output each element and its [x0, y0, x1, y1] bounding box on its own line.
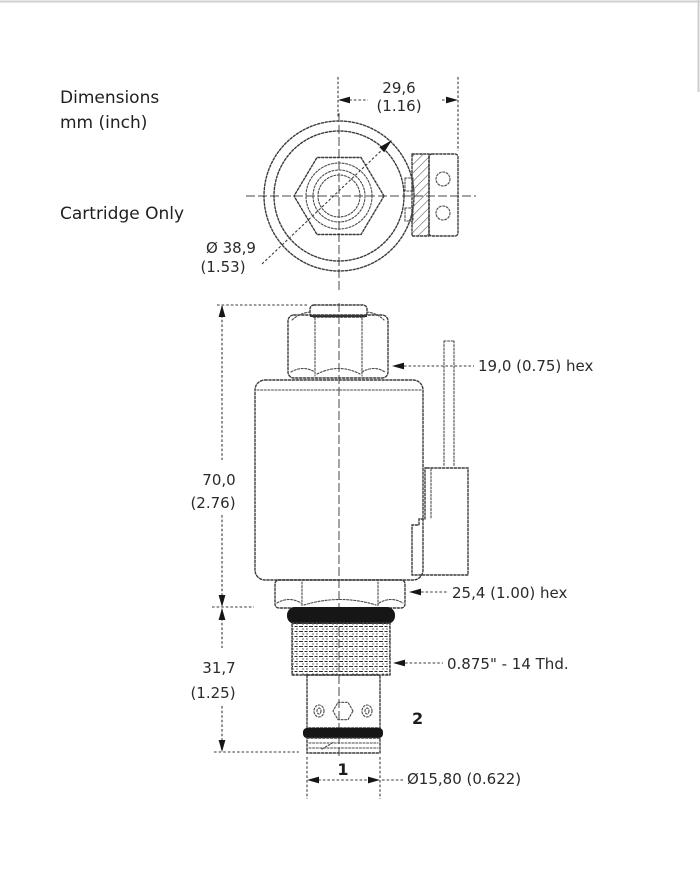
- page-title: Dimensions: [60, 88, 159, 108]
- port-2-label: 2: [412, 709, 423, 728]
- diameter-leader: Ø 38,9 (1.53): [200, 140, 392, 276]
- nose-o-ring: [303, 728, 383, 738]
- tube-circle: [312, 169, 366, 223]
- tube-bore-circle: [317, 174, 361, 218]
- hex-mid-chamfer-arcs: [276, 598, 404, 606]
- nose-arrow-right-icon: [368, 776, 380, 784]
- hex-mid-label: 25,4 (1.00) hex: [452, 584, 568, 602]
- connector-outline: [411, 467, 469, 576]
- upper-arrow-bottom-icon: [218, 595, 226, 607]
- variant-label: Cartridge Only: [60, 204, 184, 224]
- side-view: 70,0 (2.76) 31,7 (1.25) 19,0 (0.75) hex …: [190, 303, 594, 799]
- nose-diameter-label: Ø15,80 (0.622): [407, 770, 521, 788]
- lower-height-dimension: 31,7 (1.25): [190, 606, 299, 753]
- width-arrow-left-icon: [338, 96, 350, 104]
- lower-arrow-top-icon: [218, 608, 226, 620]
- hex-mid-leader: 25,4 (1.00) hex: [409, 584, 568, 602]
- cartridge-nose: [303, 674, 383, 754]
- cross-hole-left-inner: [316, 707, 322, 715]
- nose-diameter-dimension: Ø15,80 (0.622): [306, 757, 521, 799]
- cross-hole-right: [361, 704, 373, 718]
- hex-nut-top-outline: [293, 156, 385, 236]
- o-ring-seal: [287, 607, 395, 624]
- hex-chamfer-circle: [305, 162, 373, 230]
- hex-nut-top: [287, 314, 389, 379]
- flange-diameter-mm: Ø 38,9: [206, 239, 256, 257]
- diameter-leader-line: [261, 148, 384, 265]
- thread-arrow-icon: [393, 659, 405, 667]
- hex-nut-mid: [274, 579, 406, 609]
- lower-height-mm: 31,7: [202, 659, 235, 677]
- threaded-section: [291, 622, 391, 676]
- hex-bottom-chamfer-arcs: [290, 367, 386, 375]
- coil-can-circle: [273, 130, 405, 262]
- cross-hole-right-inner: [364, 707, 370, 715]
- upper-arrow-top-icon: [218, 305, 226, 317]
- hex-mid-arrow-icon: [409, 588, 421, 596]
- terminal-hole-upper: [435, 171, 451, 187]
- width-arrow-right-icon: [446, 96, 458, 104]
- bracket-hatched-section: [412, 154, 429, 236]
- top-width-inch: (1.16): [376, 97, 421, 115]
- terminal-hole-lower: [435, 205, 451, 221]
- thread-leader: 0.875" - 14 Thd.: [393, 655, 569, 673]
- adjust-cap-and-hex: [287, 304, 389, 379]
- hex-nut-mid-outline: [274, 579, 406, 609]
- lower-arrow-bottom-icon: [218, 740, 226, 752]
- cross-hole-left: [313, 704, 325, 718]
- thread-texture: [292, 623, 390, 675]
- connector-bracket-top: [404, 153, 459, 237]
- nose-arrow-left-icon: [307, 776, 319, 784]
- port-1-label: 1: [337, 760, 348, 779]
- lower-height-inch: (1.25): [190, 684, 235, 702]
- top-width-mm: 29,6: [382, 79, 415, 97]
- connector-housing: [411, 340, 469, 576]
- thread-label: 0.875" - 14 Thd.: [447, 655, 569, 673]
- flange-diameter-inch: (1.53): [200, 258, 245, 276]
- upper-height-dimension: 70,0 (2.76): [190, 304, 307, 607]
- upper-height-mm: 70,0: [202, 471, 235, 489]
- nose-center-hex-port: [332, 701, 354, 721]
- top-view: Ø 38,9 (1.53) 29,6 (1.16): [200, 77, 476, 291]
- hex-top-chamfer-arcs: [291, 311, 385, 321]
- units-label: mm (inch): [60, 113, 147, 133]
- nose-tip-tick: [321, 741, 335, 750]
- nose-tip-outline: [306, 737, 381, 754]
- hex-top-label: 19,0 (0.75) hex: [478, 357, 594, 375]
- bracket-plate: [428, 153, 459, 237]
- upper-height-inch: (2.76): [190, 494, 235, 512]
- top-width-dimension: 29,6 (1.16): [337, 77, 459, 151]
- hex-top-leader: 19,0 (0.75) hex: [392, 357, 594, 375]
- diameter-arrowhead-icon: [379, 140, 392, 153]
- hex-top-arrow-icon: [392, 362, 404, 370]
